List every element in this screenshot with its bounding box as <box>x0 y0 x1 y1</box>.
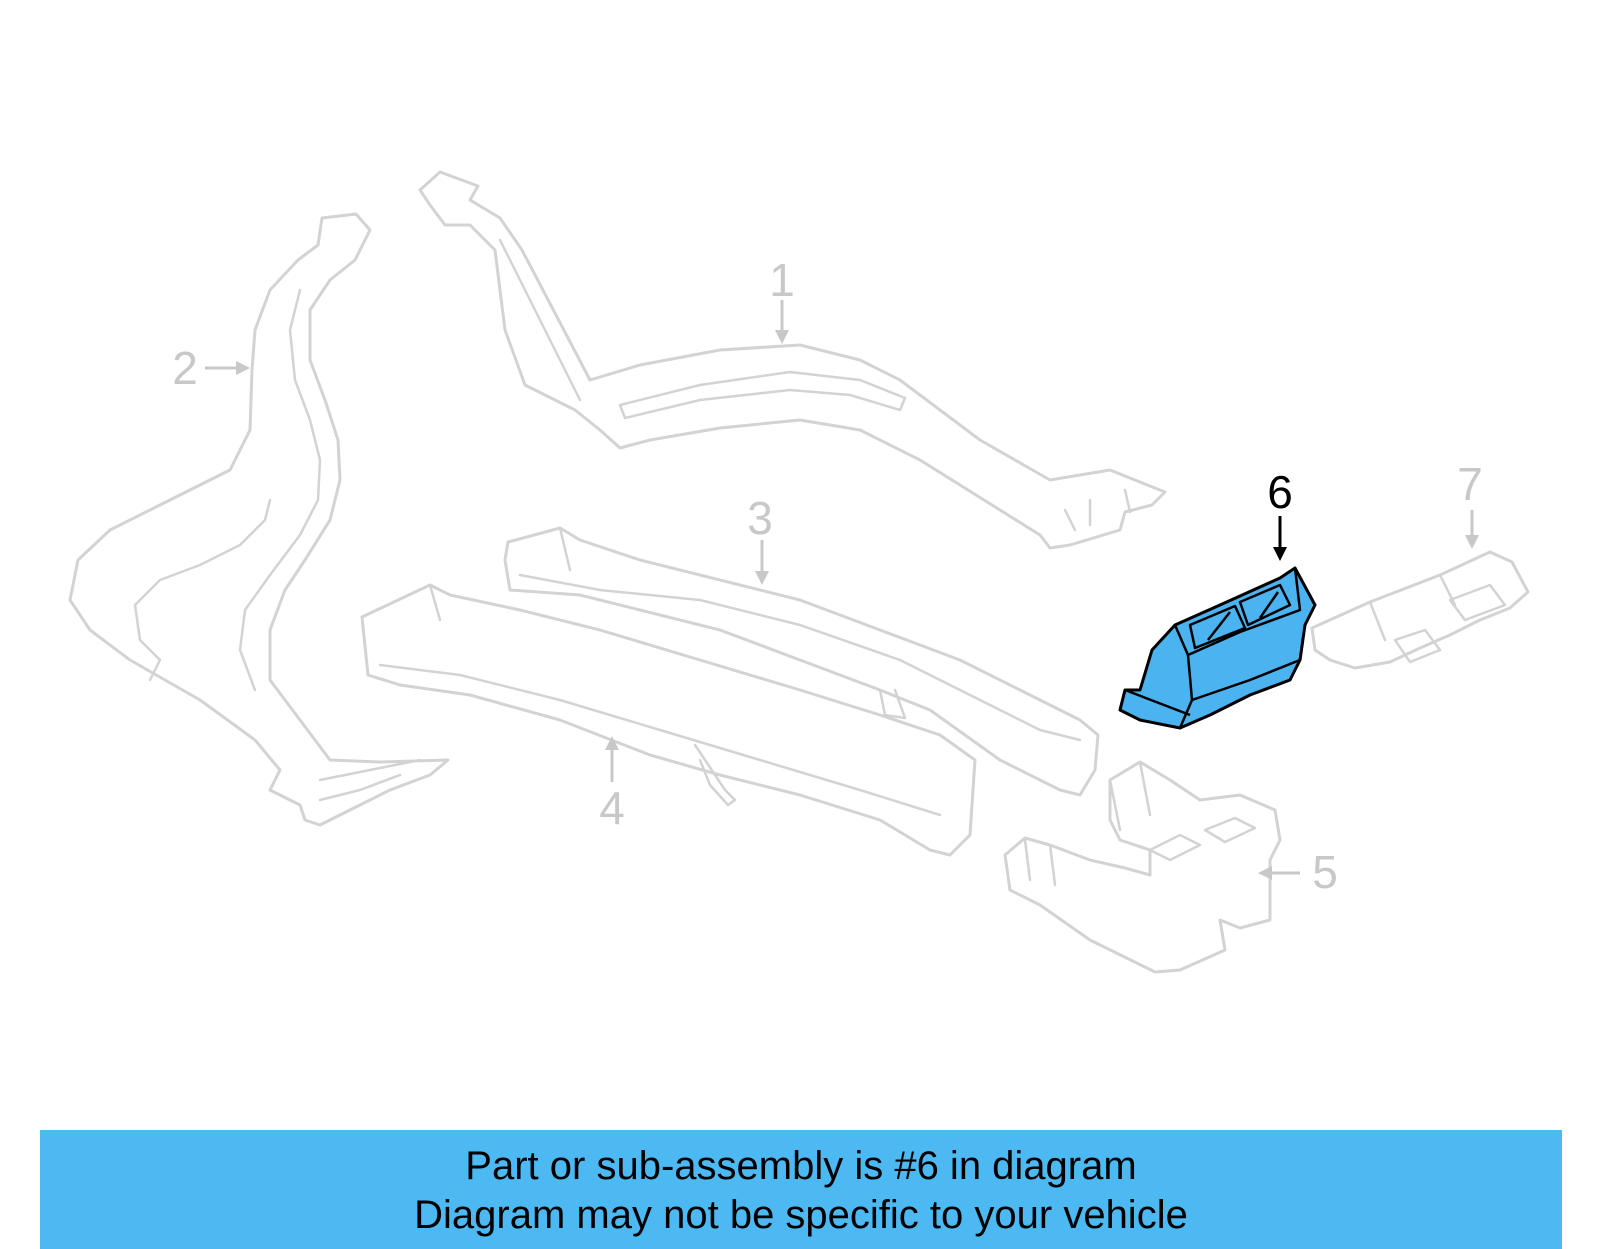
callout-4: 4 <box>599 736 625 834</box>
callout-7: 7 <box>1457 458 1483 549</box>
callout-1: 1 <box>769 254 795 344</box>
callout-7-label: 7 <box>1457 458 1483 510</box>
part-2-duct <box>68 212 450 827</box>
part-4-duct <box>360 583 977 857</box>
part-7-vent <box>1310 550 1530 670</box>
callout-6-label: 6 <box>1267 466 1293 518</box>
part-6-highlighted <box>1118 566 1317 730</box>
info-banner: Part or sub-assembly is #6 in diagram Di… <box>40 1130 1562 1249</box>
callout-1-label: 1 <box>769 254 795 306</box>
callout-3: 3 <box>747 492 773 585</box>
callout-2-label: 2 <box>172 342 198 394</box>
callout-5-label: 5 <box>1312 846 1338 898</box>
part-1-duct <box>418 170 1167 550</box>
callout-6: 6 <box>1267 466 1293 561</box>
part-3-duct <box>503 526 1100 797</box>
banner-line-disclaimer: Diagram may not be specific to your vehi… <box>414 1193 1188 1237</box>
callout-4-label: 4 <box>599 782 625 834</box>
callout-2: 2 <box>172 342 250 394</box>
part-5-duct <box>1003 760 1282 974</box>
parts-diagram: 1 2 3 4 5 6 7 <box>68 170 1530 974</box>
banner-line-part-number: Part or sub-assembly is #6 in diagram <box>465 1144 1137 1188</box>
callout-3-label: 3 <box>747 492 773 544</box>
callout-5: 5 <box>1258 846 1338 898</box>
